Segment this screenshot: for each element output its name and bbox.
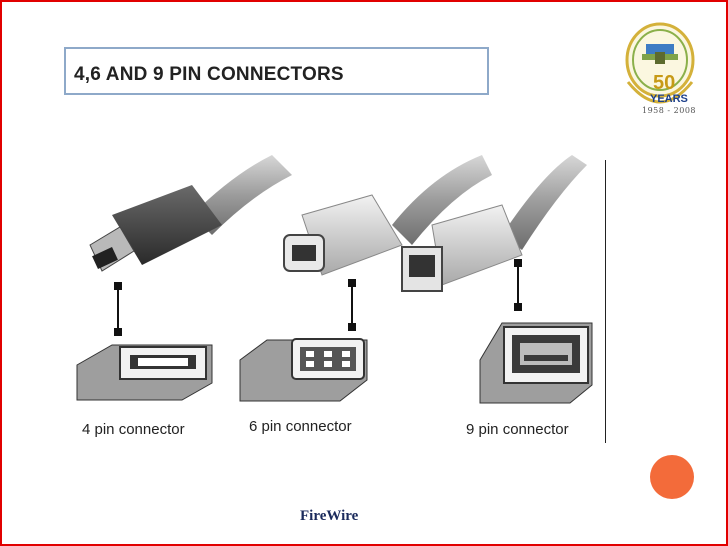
connector-label-4pin: 4 pin connector [82, 421, 185, 438]
divider-line [605, 160, 606, 443]
slide-caption: FireWire [300, 508, 359, 524]
connectors-image [76, 155, 593, 404]
slide-title: 4,6 AND 9 PIN CONNECTORS [74, 64, 344, 85]
logo-year-range: 1958 - 2008 [642, 106, 697, 115]
logo-number: 50 [653, 72, 676, 94]
logo-years-label: YEARS [650, 93, 688, 105]
connector-label-6pin: 6 pin connector [249, 418, 352, 435]
accent-circle [650, 455, 694, 499]
anniversary-logo [625, 22, 695, 104]
title-box: 4,6 AND 9 PIN CONNECTORS [64, 47, 489, 95]
connector-label-9pin: 9 pin connector [466, 421, 569, 438]
